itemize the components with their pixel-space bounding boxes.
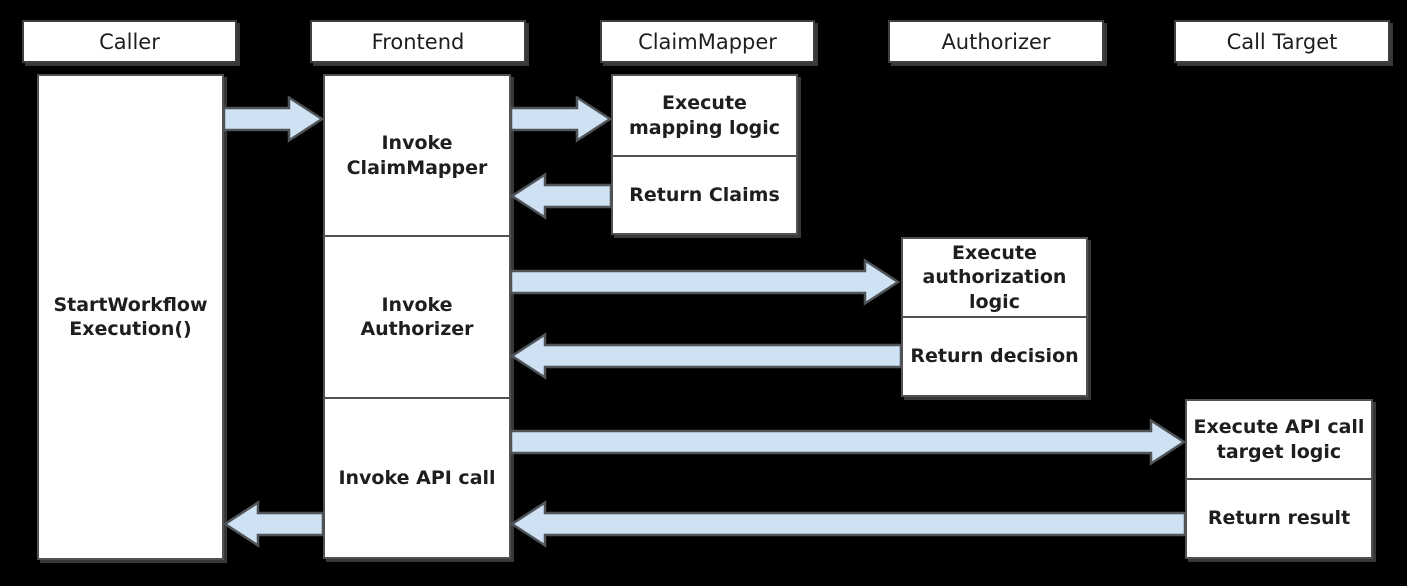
arrow-calltarget-return-to-frontend bbox=[509, 500, 1187, 548]
calltarget-activity-stack: Execute API call target logic Return res… bbox=[1185, 399, 1373, 559]
lane-header-calltarget: Call Target bbox=[1174, 20, 1390, 63]
activity-startworkflow-execution-label: StartWorkflow Execution() bbox=[53, 293, 208, 340]
activity-return-result: Return result bbox=[1187, 478, 1371, 557]
arrow-claimmapper-return-to-frontend bbox=[509, 172, 613, 220]
arrow-frontend-to-calltarget bbox=[509, 418, 1187, 466]
activity-execute-mapping-logic-label: Execute mapping logic bbox=[628, 92, 781, 139]
activity-invoke-api-call-label: Invoke API call bbox=[338, 466, 496, 489]
lane-header-claimmapper: ClaimMapper bbox=[600, 20, 815, 63]
activity-execute-api-call-target-logic-label: Execute API call target logic bbox=[1193, 416, 1365, 463]
activity-invoke-authorizer: Invoke Authorizer bbox=[325, 235, 509, 397]
frontend-activity-stack: Invoke ClaimMapper Invoke Authorizer Inv… bbox=[323, 74, 511, 559]
lane-header-authorizer-label: Authorizer bbox=[941, 29, 1051, 54]
activity-invoke-claimmapper-label: Invoke ClaimMapper bbox=[346, 132, 488, 179]
lane-header-authorizer: Authorizer bbox=[888, 20, 1104, 63]
activity-return-decision: Return decision bbox=[903, 316, 1086, 395]
activity-startworkflow-execution: StartWorkflow Execution() bbox=[39, 76, 222, 558]
activity-return-claims: Return Claims bbox=[613, 155, 796, 233]
lane-header-frontend-label: Frontend bbox=[371, 29, 465, 54]
activity-return-result-label: Return result bbox=[1207, 507, 1351, 530]
activity-execute-authorization-logic: Execute authorization logic bbox=[903, 239, 1086, 316]
arrow-frontend-to-claimmapper bbox=[509, 95, 613, 143]
claimmapper-activity-stack: Execute mapping logic Return Claims bbox=[611, 74, 798, 235]
lane-header-caller: Caller bbox=[22, 20, 237, 63]
lane-header-calltarget-label: Call Target bbox=[1226, 29, 1338, 54]
arrow-frontend-return-to-caller bbox=[222, 500, 325, 548]
activity-invoke-claimmapper: Invoke ClaimMapper bbox=[325, 76, 509, 235]
arrow-authorizer-return-to-frontend bbox=[509, 332, 903, 380]
activity-execute-api-call-target-logic: Execute API call target logic bbox=[1187, 401, 1371, 478]
activity-return-claims-label: Return Claims bbox=[629, 183, 780, 206]
activity-execute-authorization-logic-label: Execute authorization logic bbox=[922, 242, 1067, 313]
caller-activity-stack: StartWorkflow Execution() bbox=[37, 74, 224, 560]
arrow-caller-to-frontend bbox=[222, 95, 325, 143]
lane-header-claimmapper-label: ClaimMapper bbox=[638, 29, 777, 54]
authorizer-activity-stack: Execute authorization logic Return decis… bbox=[901, 237, 1088, 397]
arrow-frontend-to-authorizer bbox=[509, 258, 901, 306]
activity-invoke-api-call: Invoke API call bbox=[325, 397, 509, 557]
activity-invoke-authorizer-label: Invoke Authorizer bbox=[360, 293, 474, 340]
activity-execute-mapping-logic: Execute mapping logic bbox=[613, 76, 796, 155]
lane-header-caller-label: Caller bbox=[99, 29, 160, 54]
lane-header-frontend: Frontend bbox=[310, 20, 526, 63]
activity-return-decision-label: Return decision bbox=[910, 345, 1079, 368]
